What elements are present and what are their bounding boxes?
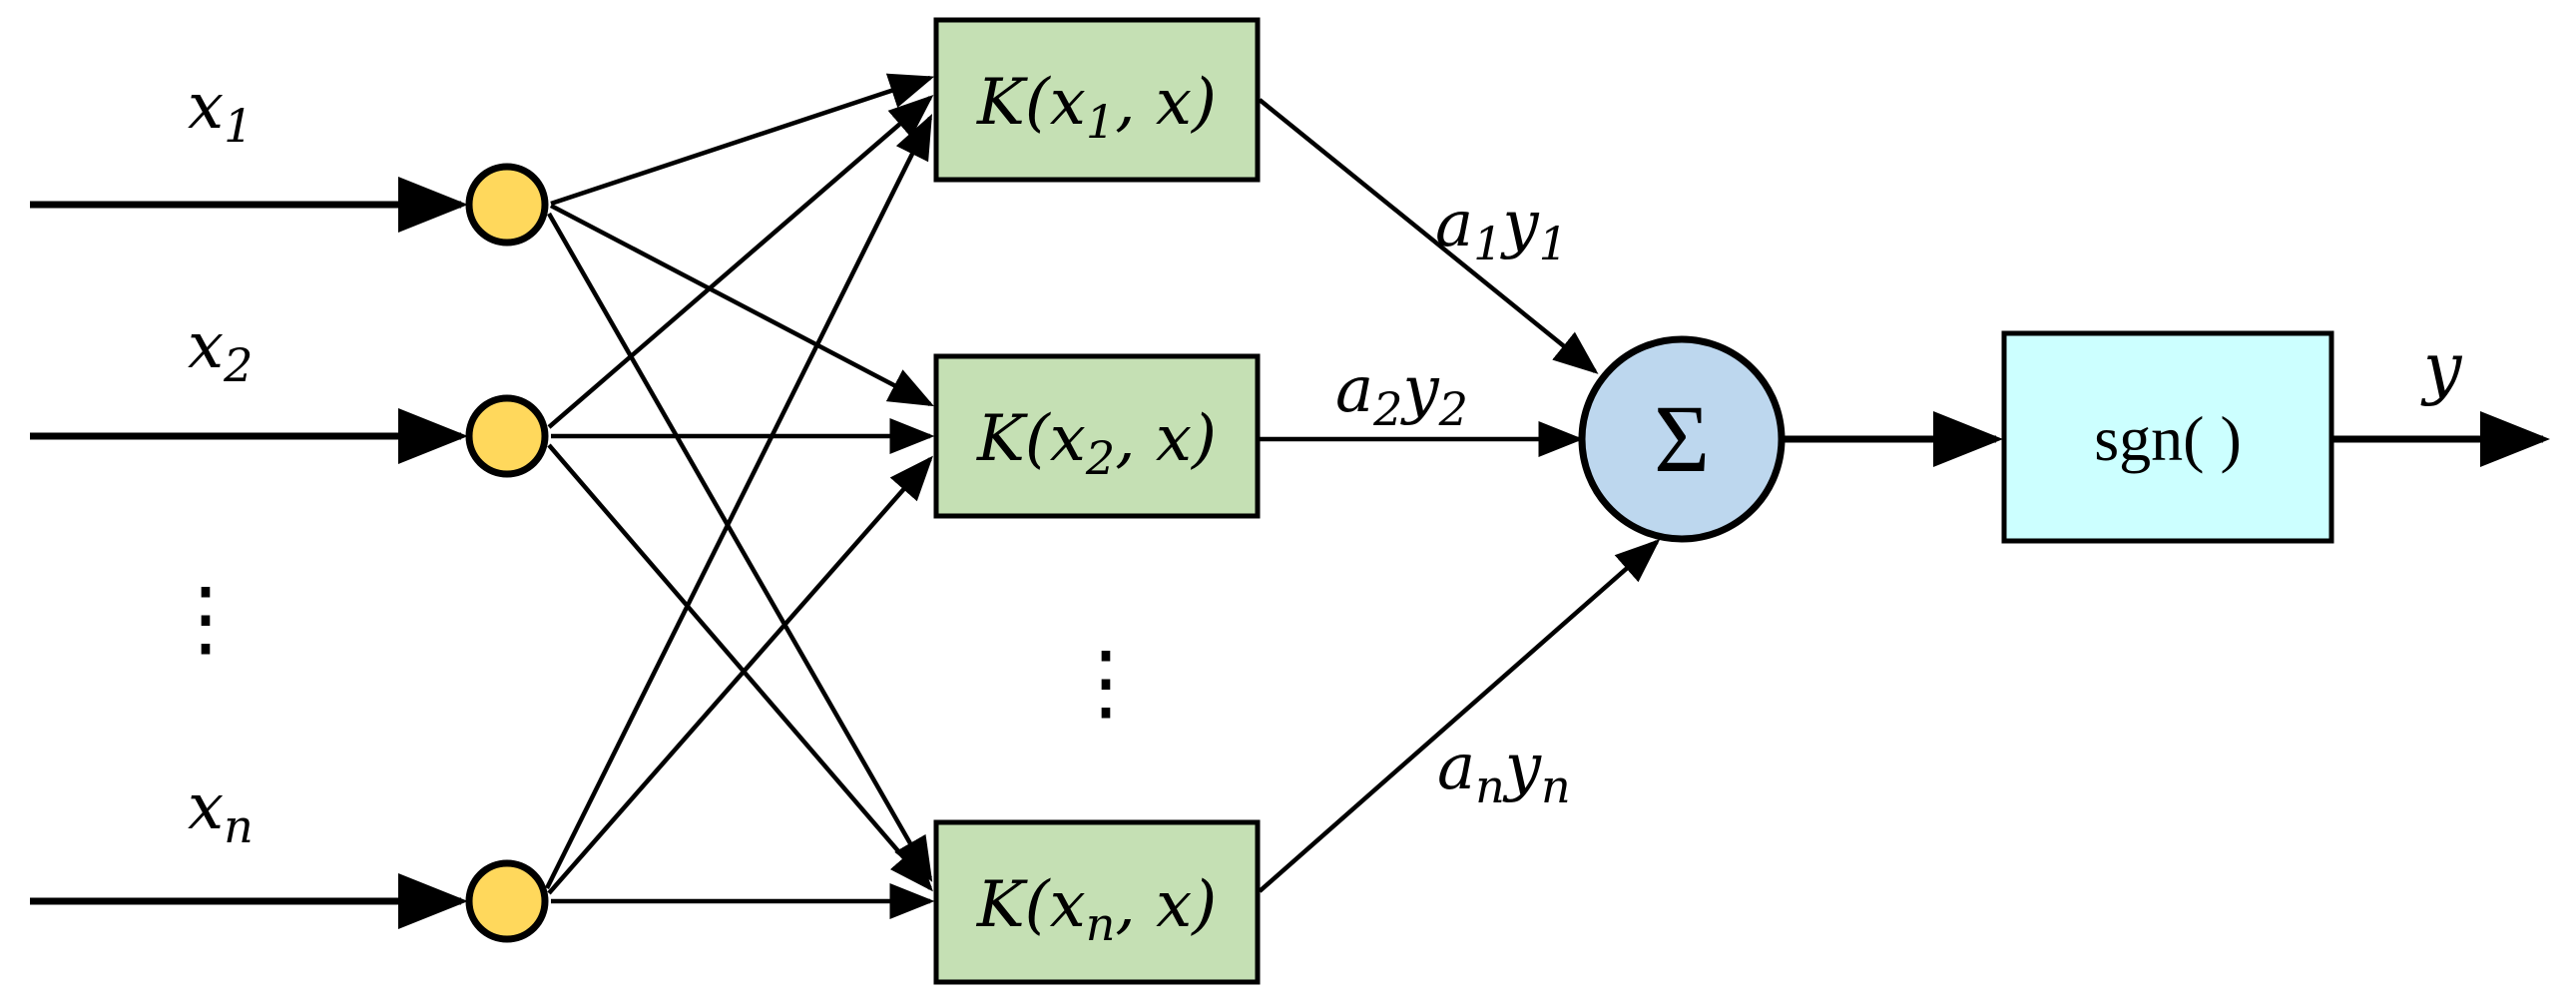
input-node-1	[465, 163, 549, 247]
edge-1-to-kn	[547, 212, 933, 882]
sign-box	[2001, 330, 2334, 544]
input-label-2: x2	[188, 309, 253, 392]
edge-n-to-k2	[547, 455, 933, 895]
kernel-label-1: K(x1, x)	[976, 66, 1217, 149]
edge-2-to-kn	[547, 443, 933, 892]
weight-label-1: a1y1	[1435, 188, 1568, 270]
input-node-n	[465, 859, 549, 943]
input-lines	[30, 177, 468, 929]
edge-1-to-k2	[549, 204, 934, 407]
weight-edge-1	[1258, 98, 1599, 374]
output-label: y	[2420, 329, 2463, 408]
cross-connections	[544, 73, 935, 919]
kernel-box-n	[933, 819, 1261, 985]
summation-node	[1578, 335, 1786, 543]
kernel-ellipsis: ⋮	[1064, 637, 1148, 730]
weighted-edges	[1258, 98, 1661, 893]
edge-2-to-k1	[547, 95, 934, 429]
input-label-1: x1	[188, 70, 253, 153]
kernel-boxes	[933, 17, 1261, 985]
weight-label-n: anyn	[1437, 731, 1571, 813]
weight-edge-n	[1258, 539, 1661, 893]
input-nodes	[465, 163, 549, 943]
input-node-2	[465, 394, 549, 478]
edge-1-to-k1	[550, 73, 935, 207]
summation-symbol: Σ	[1654, 385, 1710, 492]
input-label-n: xn	[188, 770, 254, 853]
weight-label-2: a2y2	[1335, 353, 1468, 436]
sign-label: sgn( )	[2094, 403, 2242, 474]
kernel-label-2: K(x2, x)	[976, 402, 1217, 485]
input-ellipsis: ⋮	[164, 573, 248, 666]
kernel-box-2	[933, 353, 1261, 519]
kernel-label-n: K(xn, x)	[976, 868, 1217, 951]
edge-n-to-k1	[544, 113, 933, 890]
kernel-box-1	[933, 17, 1261, 183]
